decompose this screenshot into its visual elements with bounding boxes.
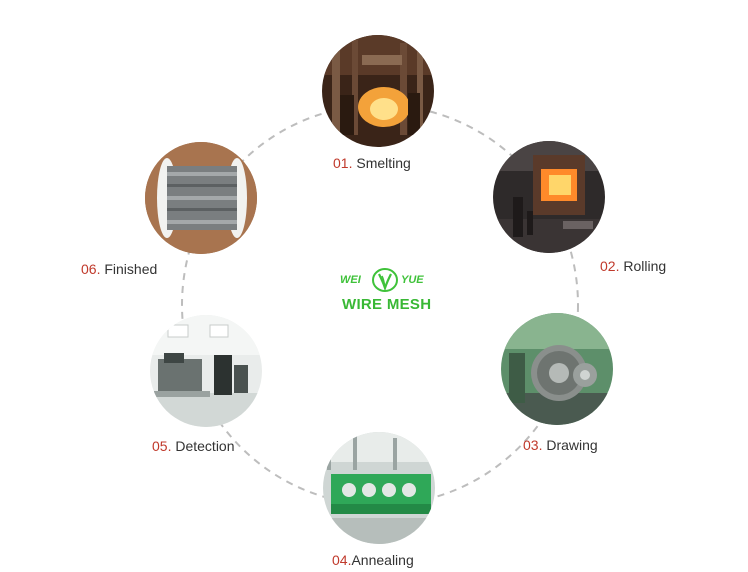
step-label: 04.Annealing [332,552,414,568]
logo-mark: WEI YUE [338,268,432,292]
step-number: 05. [152,438,172,454]
step-number: 01. [333,155,353,171]
logo-leaf-icon [372,268,398,292]
step-name: Finished [100,261,158,277]
hot-rolling-photo [493,141,605,253]
logo-subtitle: WIRE MESH [342,296,432,313]
logo-word-right: YUE [401,274,424,286]
brand-logo: WEI YUE WIRE MESH [338,268,432,316]
step-name: Detection [171,438,235,454]
step-name: Smelting [352,155,411,171]
wire-spool-photo [145,142,257,254]
step-label: 03. Drawing [523,437,598,453]
step-name: Drawing [542,437,598,453]
step-number: 06. [81,261,101,277]
logo-word-left: WEI [340,274,361,286]
annealing-line-photo [323,432,435,544]
step-number: 03. [523,437,543,453]
step-label: 05. Detection [152,438,235,454]
step-number: 02. [600,258,620,274]
lab-equipment-photo [150,315,262,427]
step-label: 02. Rolling [600,258,666,274]
wire-drawing-machine-photo [501,313,613,425]
step-label: 06. Finished [81,261,157,277]
step-number: 04. [332,552,352,568]
step-name: Rolling [619,258,667,274]
furnace-photo [322,35,434,147]
step-label: 01. Smelting [333,155,411,171]
step-name: Annealing [351,552,414,568]
